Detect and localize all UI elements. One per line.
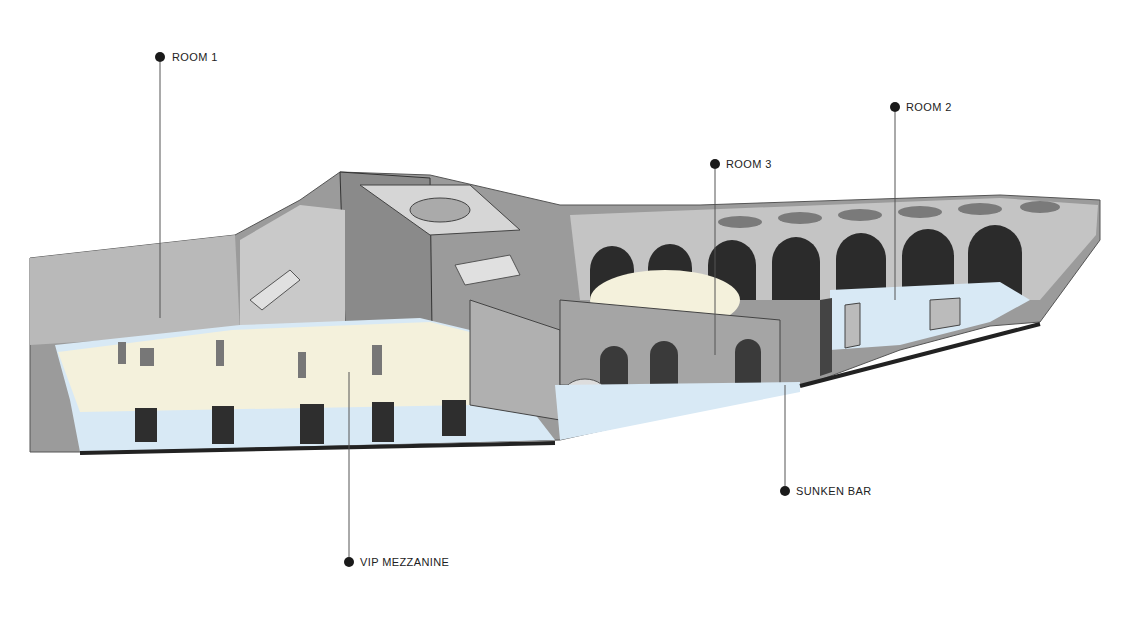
stair bbox=[455, 255, 520, 285]
partition bbox=[930, 298, 960, 330]
building-mass bbox=[30, 172, 1100, 452]
columns bbox=[135, 400, 466, 444]
tower-face bbox=[240, 205, 345, 332]
floor-plane bbox=[830, 282, 1030, 350]
callout-label: VIP MEZZANINE bbox=[360, 556, 449, 568]
base-edge bbox=[80, 443, 555, 453]
tower-top bbox=[360, 185, 520, 235]
arches bbox=[600, 339, 761, 385]
round-stair bbox=[410, 198, 470, 222]
callout-label: ROOM 2 bbox=[906, 101, 952, 113]
room3-wall bbox=[560, 300, 780, 385]
roof-vaults bbox=[718, 201, 1060, 228]
partition bbox=[820, 298, 832, 376]
callout-label: SUNKEN BAR bbox=[796, 485, 872, 497]
mezzanine-plane bbox=[58, 322, 472, 412]
stair bbox=[250, 270, 300, 310]
floor-plane bbox=[555, 382, 800, 440]
leader-lines bbox=[160, 62, 895, 557]
base-edge bbox=[800, 324, 1040, 386]
callout-dots bbox=[155, 52, 900, 567]
callout-label: ROOM 3 bbox=[726, 158, 772, 170]
callout-label: ROOM 1 bbox=[172, 51, 218, 63]
partition bbox=[845, 303, 860, 348]
posts bbox=[118, 340, 382, 378]
room3-wall bbox=[470, 300, 560, 420]
